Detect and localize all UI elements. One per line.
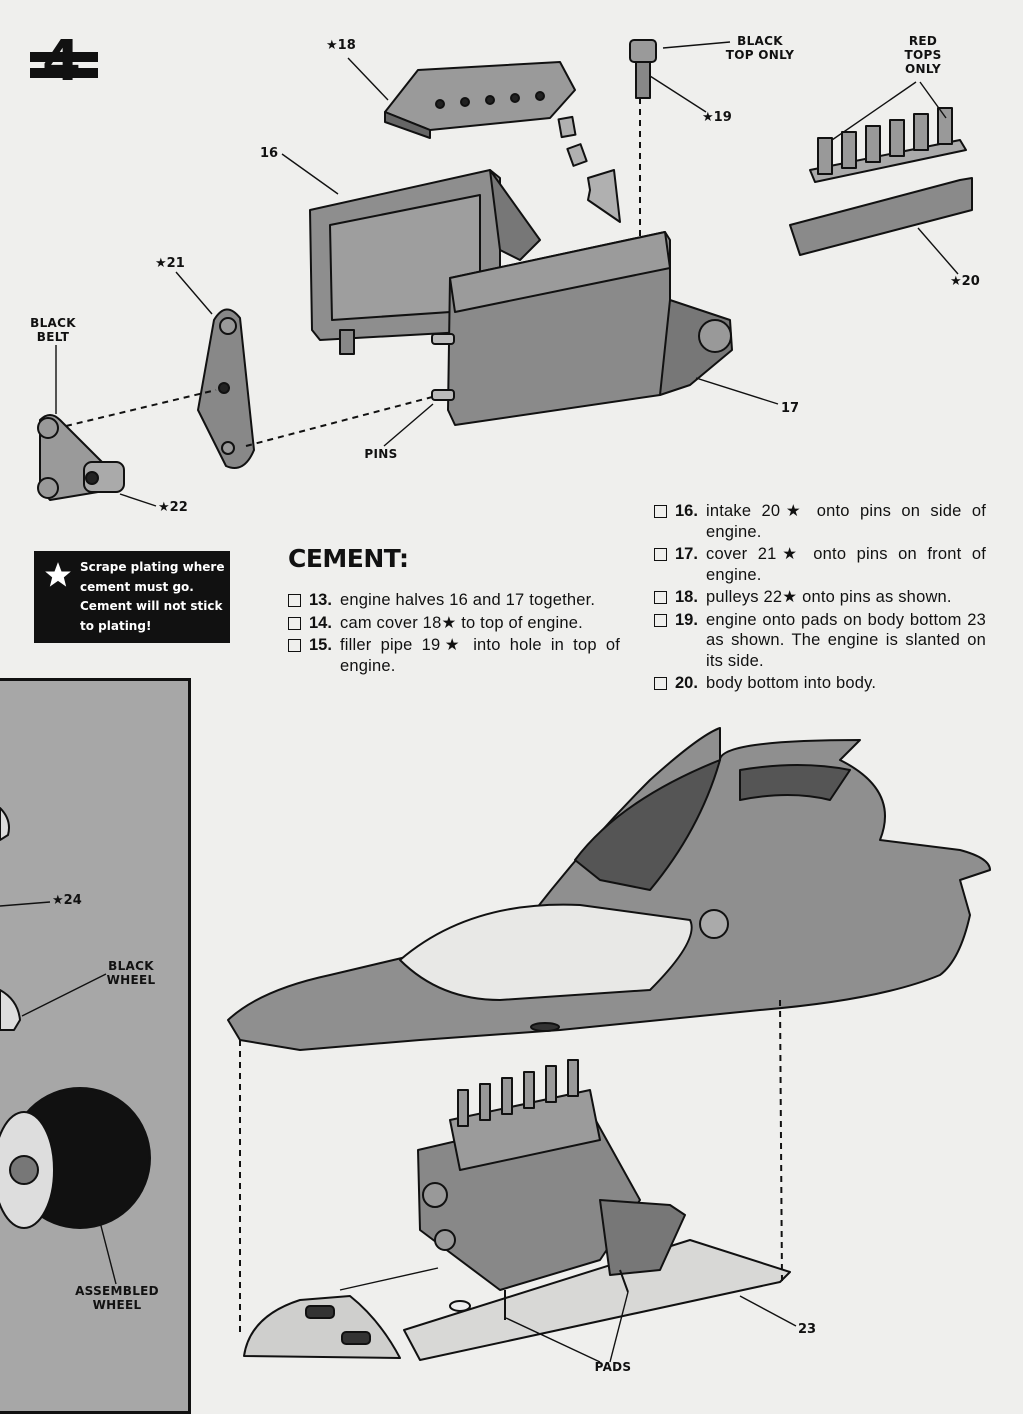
part-number-19: ★19: [702, 110, 732, 125]
step-number-badge: 4: [30, 30, 98, 88]
intake-manifold-part: [789, 107, 973, 256]
cement-heading: CEMENT:: [288, 544, 409, 573]
callout-black-belt: BLACK BELT: [30, 316, 76, 344]
checkbox[interactable]: [654, 591, 667, 604]
callout-red-tops-only: RED TOPS ONLY: [904, 34, 942, 76]
callout-pads: PADS: [594, 1360, 632, 1374]
step-18[interactable]: 18. pulleys 22★ onto pins as shown.: [654, 587, 986, 608]
filler-pipe-part: [629, 39, 657, 99]
checkbox[interactable]: [288, 594, 301, 607]
car-body-part: [227, 727, 991, 1051]
step-14[interactable]: 14. cam cover 18★ to top of engine.: [288, 613, 620, 634]
part-number-17: 17: [781, 401, 800, 416]
engine-half-17-part: [431, 231, 733, 426]
checkbox[interactable]: [288, 616, 301, 630]
step-17[interactable]: 17. cover 21★ onto pins on front of engi…: [654, 544, 986, 585]
checkbox[interactable]: [288, 639, 301, 652]
wheel-assembly-panel: [0, 678, 191, 1414]
part-number-23: 23: [798, 1322, 817, 1337]
assembled-engine: [417, 1059, 686, 1320]
step-number-text: 4: [42, 30, 81, 88]
checkbox[interactable]: [654, 613, 667, 627]
part-number-16: 16: [260, 146, 279, 161]
step-19[interactable]: 19. engine onto pads on body bottom 23 a…: [654, 610, 986, 672]
pulleys-part: [37, 414, 125, 501]
wheel-parts: [0, 807, 151, 1229]
part-number-24: ★24: [52, 893, 82, 908]
step-16[interactable]: 16. intake 20★ onto pins on side of engi…: [654, 501, 986, 542]
checkbox[interactable]: [654, 677, 667, 690]
step-20[interactable]: 20. body bottom into body.: [654, 673, 986, 694]
plating-notice: Scrape plating where cement must go. Cem…: [34, 551, 230, 643]
front-cover-part: [197, 308, 255, 469]
cement-steps-left: 13. engine halves 16 and 17 together. 14…: [288, 590, 620, 678]
checkbox[interactable]: [654, 505, 667, 518]
star-icon: [45, 562, 71, 587]
part-number-22: ★22: [158, 500, 188, 515]
part-number-20: ★20: [950, 274, 980, 289]
step-13[interactable]: 13. engine halves 16 and 17 together.: [288, 590, 620, 611]
callout-black-wheel: BLACK WHEEL: [106, 959, 156, 987]
plating-notice-text: Scrape plating where cement must go. Cem…: [80, 560, 225, 633]
cement-steps-right: 16. intake 20★ onto pins on side of engi…: [654, 501, 986, 696]
callout-pins: PINS: [364, 447, 398, 461]
body-bottom-part: [243, 1239, 791, 1361]
checkbox[interactable]: [654, 548, 667, 561]
callout-assembled-wheel: ASSEMBLED WHEEL: [75, 1284, 159, 1312]
part-number-18: ★18: [326, 38, 356, 53]
step-15[interactable]: 15. filler pipe 19★ into hole in top of …: [288, 635, 620, 676]
part-number-21: ★21: [155, 256, 185, 271]
cam-cover-part: [384, 61, 576, 139]
callout-black-top-only: BLACK TOP ONLY: [725, 34, 795, 62]
placement-arrow: [557, 115, 621, 223]
